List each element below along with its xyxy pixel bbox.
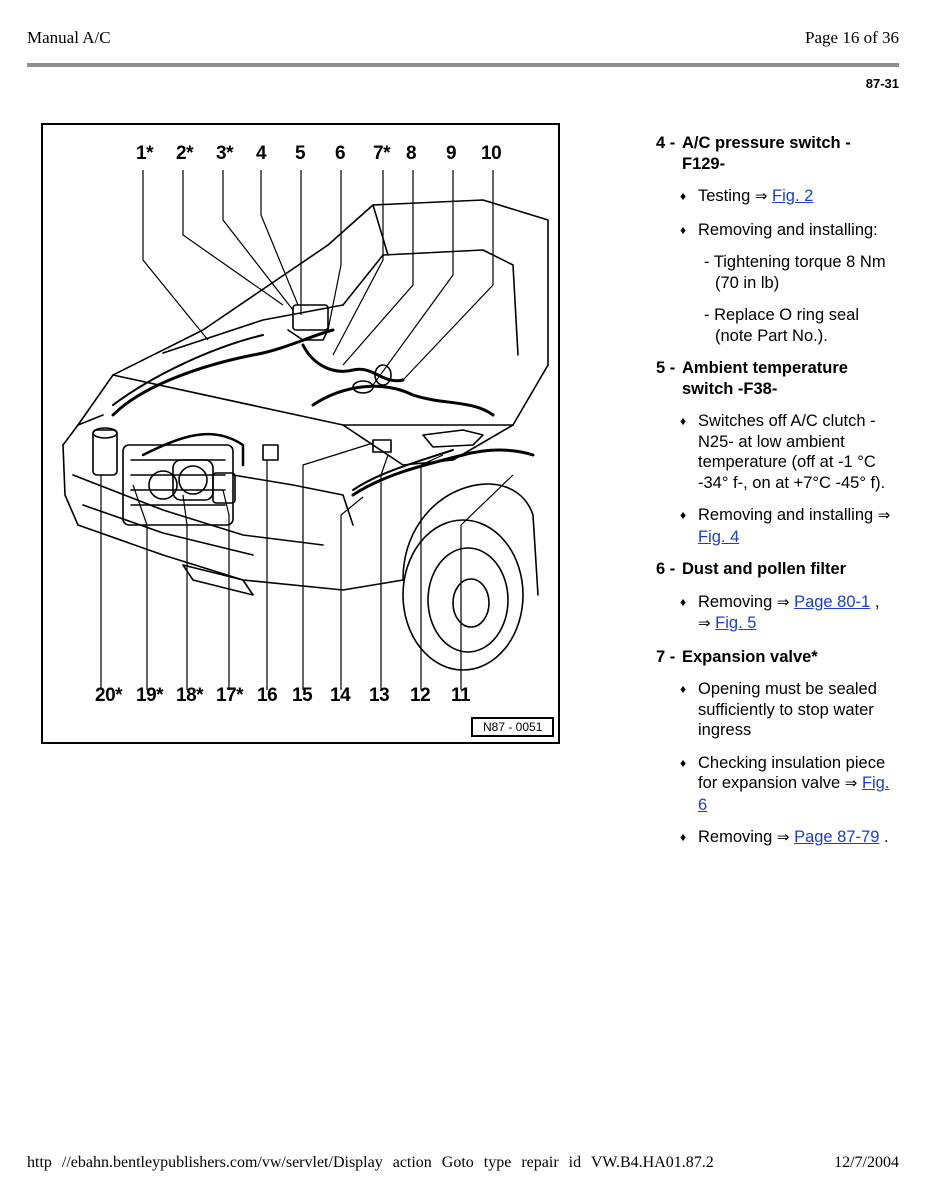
fig-5-link[interactable]: Fig. 5 (715, 614, 757, 632)
figure-reference: N87 - 0051 (471, 717, 555, 737)
arrow-icon: ⇒ (776, 829, 790, 846)
fig-2-link[interactable]: Fig. 2 (772, 187, 814, 205)
bullet-text: Removing (698, 592, 773, 611)
callout-11: 11 (451, 685, 471, 706)
list-item: ♦ Removing and installing: (680, 220, 896, 241)
callout-15: 15 (292, 685, 313, 706)
bullet-diamond-icon: ♦ (680, 755, 687, 770)
callout-14: 14 (330, 685, 351, 706)
bullet-diamond-icon: ♦ (680, 682, 687, 696)
bullet-text: Removing (698, 828, 773, 846)
page-80-1-link[interactable]: Page 80-1 (794, 592, 871, 611)
document-title: Manual A/C (27, 28, 111, 47)
component-list: 4 - A/C pressure switch - F129- ♦ Testin… (656, 133, 896, 861)
item-7-heading: 7 - Expansion valve* (656, 647, 896, 668)
arrow-icon: ⇒ (698, 615, 711, 632)
fig-6-link[interactable]: Fig. 6 (698, 774, 890, 814)
page-number: Page 16 of 36 (805, 28, 899, 47)
list-item: ♦ Removing and installing ⇒ Fig. 4 (680, 505, 896, 547)
bullet-text: Testing (698, 187, 751, 205)
bullet-diamond-icon: ♦ (680, 830, 687, 844)
bullet-diamond-icon: ♦ (680, 594, 687, 609)
fig-4-link[interactable]: Fig. 4 (698, 527, 740, 546)
list-item: ♦ Removing ⇒ Page 80-1 , ⇒ Fig. 5 (680, 592, 896, 635)
callout-4: 4 (256, 143, 267, 164)
section-code: 87-31 (865, 76, 899, 91)
item-title: Expansion valve* (682, 647, 818, 666)
callout-6: 6 (335, 143, 346, 164)
arrow-icon: ⇒ (754, 188, 768, 205)
arrow-icon: ⇒ (844, 775, 858, 792)
callout-8: 8 (406, 143, 417, 164)
item-title: Ambient temperature switch -F38- (682, 359, 848, 398)
item-number: 6 - (656, 560, 676, 578)
bullet-text: Removing and installing: (698, 220, 878, 239)
callout-10: 10 (481, 143, 502, 164)
callout-12: 12 (410, 685, 431, 706)
callout-20: 20* (95, 685, 123, 706)
callout-13: 13 (369, 685, 390, 706)
list-item: ♦ Testing ⇒ Fig. 2 (680, 186, 896, 208)
period: . (883, 828, 889, 846)
footer-date: 12/7/2004 (834, 1154, 899, 1171)
list-item: ♦ Checking insulation piece for expansio… (680, 753, 896, 816)
sub-item: - Replace O ring seal (note Part No.). (704, 306, 859, 345)
item-number: 5 - (656, 359, 676, 377)
bullet-text: Opening must be sealed sufficiently to s… (698, 680, 877, 739)
callout-19: 19* (136, 685, 164, 706)
engine-bay-diagram: 1* 2* 3* 4 5 6 7* 8 9 10 20* 19* 18* 17*… (41, 123, 560, 744)
bullet-diamond-icon: ♦ (680, 189, 687, 203)
bullet-text: Switches off A/C clutch -N25- at low amb… (698, 412, 886, 492)
callout-5: 5 (295, 143, 306, 164)
item-title: Dust and pollen filter (682, 560, 847, 578)
arrow-icon: ⇒ (877, 507, 891, 524)
separator: , (874, 592, 880, 611)
bullet-text: Checking insulation piece for expansion … (698, 753, 886, 793)
callout-17: 17* (216, 685, 244, 706)
bullet-diamond-icon: ♦ (680, 222, 687, 237)
callout-16: 16 (257, 685, 278, 706)
item-number: 4 - (656, 134, 676, 152)
item-6-heading: 6 - Dust and pollen filter (656, 559, 896, 580)
item-4-heading: 4 - A/C pressure switch - F129- (656, 133, 896, 174)
callout-1: 1* (136, 143, 153, 164)
callout-9: 9 (446, 143, 457, 164)
callout-2: 2* (176, 143, 193, 164)
item-number: 7 - (656, 647, 676, 666)
bullet-diamond-icon: ♦ (680, 414, 687, 428)
car-line-drawing (62, 170, 549, 690)
list-item: ♦ Opening must be sealed sufficiently to… (680, 679, 896, 741)
page-87-79-link[interactable]: Page 87-79 (794, 828, 880, 846)
header-rule (27, 63, 899, 67)
callout-18: 18* (176, 685, 204, 706)
arrow-icon: ⇒ (776, 593, 790, 611)
bullet-diamond-icon: ♦ (680, 508, 687, 522)
sub-item: - Tightening torque 8 Nm (70 in lb) (704, 253, 886, 292)
callout-3: 3* (216, 143, 233, 164)
bullet-text: Removing and installing (698, 506, 874, 524)
list-item: ♦ Switches off A/C clutch -N25- at low a… (680, 411, 896, 493)
footer-url: http //ebahn.bentleypublishers.com/vw/se… (27, 1154, 714, 1171)
item-title: A/C pressure switch - F129- (682, 134, 851, 173)
callout-7: 7* (373, 143, 390, 164)
list-item: ♦ Removing ⇒ Page 87-79 . (680, 827, 896, 849)
item-5-heading: 5 - Ambient temperature switch -F38- (656, 358, 896, 399)
